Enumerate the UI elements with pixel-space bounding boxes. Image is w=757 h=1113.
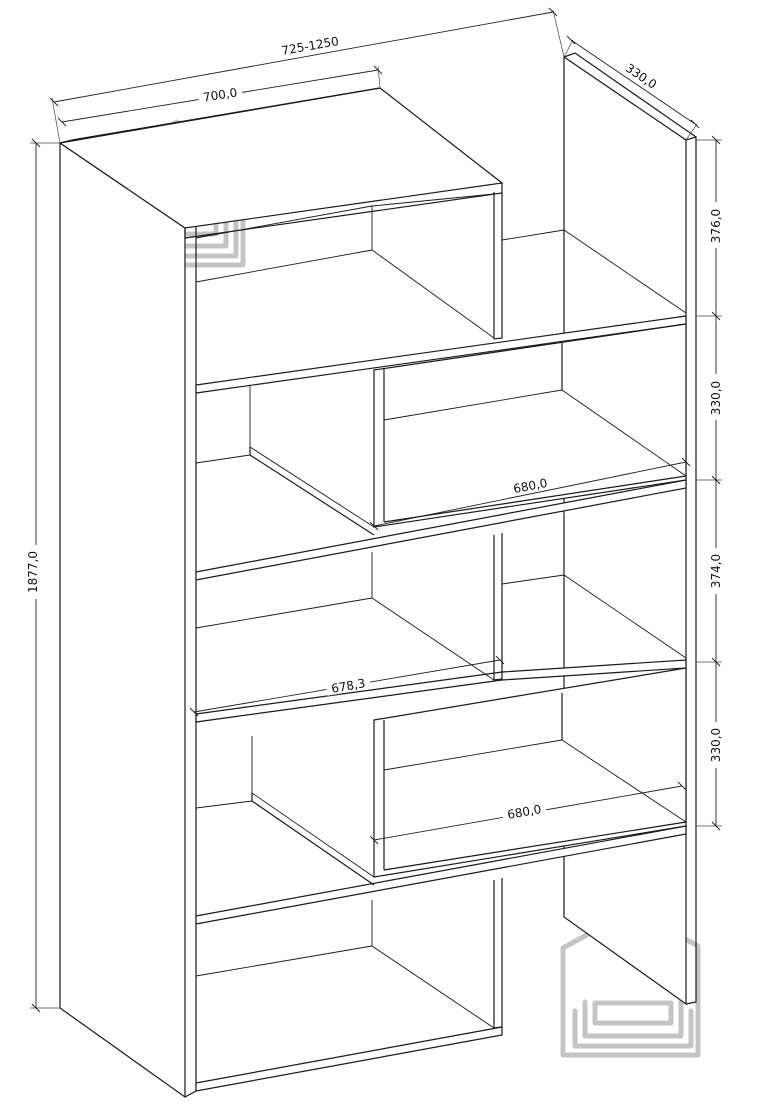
height-label-2: 330,0 (709, 381, 723, 415)
bottom-shelf (195, 1026, 503, 1092)
lower-pullout-box (195, 667, 687, 886)
total-height-dimension: 1877,0 (24, 138, 60, 1013)
lower-shelf-width-label: 680,0 (506, 802, 542, 822)
total-height-label: 1877,0 (26, 551, 40, 593)
height-label-1: 376,0 (709, 209, 723, 243)
height-label-4: 330,0 (709, 728, 723, 762)
top-box (58, 87, 504, 340)
top-width-dimension: 700,0 (57, 65, 383, 127)
middle-shelf-width-dimension: 678,3 (189, 655, 505, 717)
upper-pullout-box (195, 323, 687, 536)
compartment-height-dimensions: 376,0 330,0 374,0 330,0 (696, 135, 724, 831)
lower-shelf-width-dimension: 680,0 (369, 781, 687, 845)
middle-shelf-width-label: 678,3 (330, 676, 366, 696)
bottom-cube (195, 860, 565, 1029)
right-side-panel (563, 52, 697, 1006)
left-side-panel (59, 139, 198, 1099)
height-label-3: 374,0 (709, 554, 723, 588)
shelf-2 (195, 479, 687, 581)
top-width-label: 700,0 (202, 85, 238, 104)
shelf-4 (195, 825, 687, 925)
middle-cube (195, 533, 503, 681)
upper-shelf-width-label: 680,0 (512, 476, 548, 496)
upper-shelf-width-dimension: 680,0 (369, 457, 691, 531)
